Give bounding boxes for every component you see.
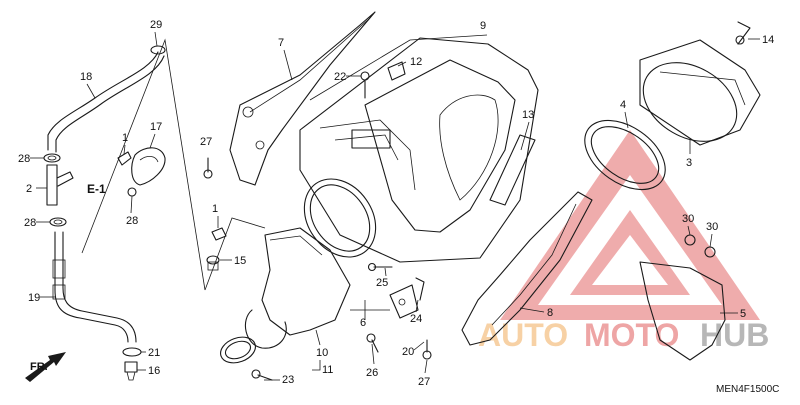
callout-19: 19 — [28, 292, 40, 304]
side-bracket-7 — [229, 11, 376, 186]
callout-1-upper: 1 — [122, 132, 128, 144]
bolt-23 — [251, 369, 273, 381]
plate-12 — [387, 61, 406, 81]
drain-tube-19 — [52, 231, 137, 343]
breather-tube-18 — [47, 51, 165, 153]
watermark-text-hub: HUB — [700, 317, 769, 353]
wing-bolt-14 — [735, 21, 751, 45]
callout-2: 2 — [26, 183, 32, 195]
callout-28-lower: 28 — [24, 217, 36, 229]
air-filter-cage-4 — [584, 119, 666, 191]
callout-8: 8 — [547, 307, 553, 319]
air-filter-element-3 — [639, 39, 761, 146]
callout-14: 14 — [762, 34, 774, 46]
callout-5: 5 — [740, 308, 746, 320]
callout-25: 25 — [376, 277, 388, 289]
tube-clip-21 — [122, 347, 142, 357]
watermark-text-moto: MOTO — [584, 317, 679, 353]
callout-24: 24 — [410, 313, 422, 325]
watermark-triangle-inner — [570, 210, 690, 295]
housing-outline-box — [309, 34, 488, 101]
callout-22: 22 — [334, 71, 346, 83]
callout-30-right: 30 — [706, 221, 718, 233]
callout-23: 23 — [282, 374, 294, 386]
callout-3: 3 — [686, 157, 692, 169]
callout-13: 13 — [522, 109, 534, 121]
callout-6: 6 — [360, 317, 366, 329]
clip-20-27 — [415, 277, 432, 360]
callout-20: 20 — [402, 346, 414, 358]
watermark-text-auto: AUTO — [478, 317, 568, 353]
bolt-27-upper — [203, 157, 213, 179]
callout-11: 11 — [322, 364, 333, 376]
callout-12: 12 — [410, 56, 422, 68]
screw-22 — [360, 71, 370, 99]
bracket-24 — [389, 284, 419, 319]
callout-27-upper: 27 — [200, 136, 212, 148]
callout-28-small: 28 — [126, 215, 138, 227]
clip-1-upper — [117, 151, 132, 166]
callout-18: 18 — [80, 71, 92, 83]
tube-clip-28-upper — [43, 153, 61, 163]
tube-band-23 — [220, 336, 256, 364]
diagram-code: MEN4F1500C — [716, 384, 779, 395]
air-filter-seal-band — [303, 178, 377, 258]
breather-joint-2 — [46, 164, 74, 206]
bolt-25 — [367, 262, 393, 272]
callout-29: 29 — [150, 19, 162, 31]
clip-28-small — [127, 187, 137, 197]
watermark-logo — [500, 130, 760, 320]
callout-26: 26 — [366, 367, 378, 379]
drain-plug-16 — [124, 361, 138, 381]
callout-1-lower: 1 — [212, 203, 218, 215]
callout-7: 7 — [278, 37, 284, 49]
seal-strip-13 — [489, 134, 536, 206]
callout-10: 10 — [316, 347, 328, 359]
callout-27-lower: 27 — [418, 376, 430, 388]
grommet-15 — [206, 255, 220, 271]
callout-4: 4 — [620, 99, 626, 111]
side-cover-8 — [461, 191, 593, 346]
callout-15: 15 — [234, 255, 246, 267]
connecting-tube-10 — [244, 227, 351, 349]
air-cleaner-housing-9 — [299, 37, 539, 263]
front-label: FR. — [30, 361, 48, 373]
tube-clip-29 — [150, 45, 166, 55]
callout-16: 16 — [148, 365, 160, 377]
callout-9: 9 — [480, 20, 486, 32]
front-direction-arrow — [25, 352, 66, 382]
watermark-triangle-outer — [500, 130, 760, 320]
side-guard-5 — [639, 261, 726, 361]
reference-e1: E-1 — [87, 182, 106, 196]
callout-28-upper: 28 — [18, 153, 30, 165]
callout-21: 21 — [148, 347, 160, 359]
tube-clip-28-lower — [49, 217, 67, 227]
leader-lines — [30, 31, 760, 381]
callout-labels: 29 18 28 2 28 19 21 16 1 17 28 E-1 27 7 … — [18, 19, 774, 388]
bolt-26 — [366, 333, 379, 353]
breather-cap-17 — [131, 147, 166, 186]
clip-1-lower — [211, 227, 227, 241]
callout-30-left: 30 — [682, 213, 694, 225]
callout-17: 17 — [150, 121, 162, 133]
